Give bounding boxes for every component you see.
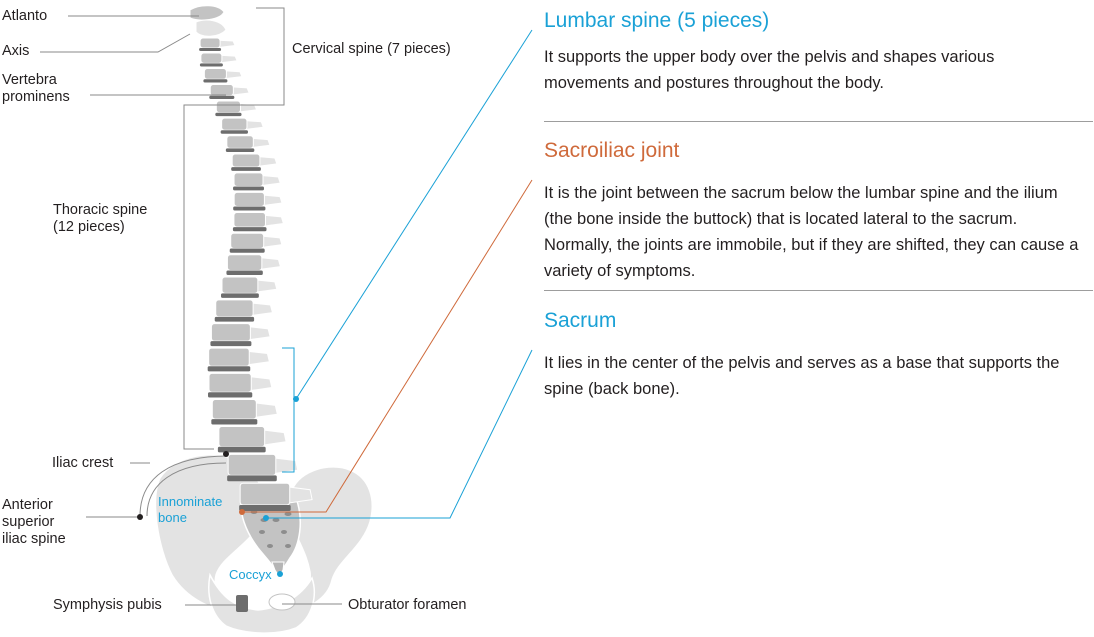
label-anterior-superior-iliac-spine: Anterior superior iliac spine (2, 497, 66, 548)
obturator-foramen (268, 593, 296, 611)
divider-2 (544, 290, 1093, 291)
section-sacroiliac-joint: Sacroiliac joint It is the joint between… (544, 138, 1084, 284)
intervertebral-disc (227, 475, 277, 482)
vertebra-body (209, 84, 234, 97)
label-coccyx: Coccyx (229, 567, 272, 582)
intervertebral-disc (225, 148, 255, 153)
vertebra-body (208, 347, 250, 367)
vertebra-body (231, 153, 261, 168)
vertebra-body (208, 372, 252, 393)
symphysis-pubis (236, 595, 248, 612)
label-asis-line3: iliac spine (2, 531, 66, 547)
intervertebral-disc (203, 79, 228, 83)
label-thoracic-spine-line1: Thoracic spine (53, 202, 148, 218)
vertebra-body (210, 323, 251, 342)
vertebra-body (215, 100, 242, 114)
label-innominate-bone: Innominate bone (158, 494, 222, 526)
vertebra-body (233, 172, 264, 187)
vertebra-body (218, 425, 266, 448)
section-sacrum: Sacrum It lies in the center of the pelv… (544, 308, 1084, 402)
section-sacrum-title: Sacrum (544, 309, 617, 332)
intervertebral-disc (207, 366, 251, 372)
pelvis (139, 454, 373, 634)
intervertebral-disc (214, 316, 255, 322)
pubic-arch (208, 572, 316, 634)
divider-1 (544, 121, 1093, 122)
label-iliac-crest: Iliac crest (52, 455, 114, 471)
intervertebral-disc (229, 248, 265, 253)
label-atlanto: Atlanto (2, 8, 48, 24)
iliac-crest-arc-outer (139, 455, 229, 517)
intervertebral-disc (231, 167, 261, 171)
label-innominate-line1: Innominate (158, 494, 223, 509)
leader-lines (40, 7, 533, 606)
label-axis: Axis (2, 43, 30, 59)
vertebra-body (203, 67, 227, 80)
vertebra-body (226, 254, 263, 272)
label-innominate-line2: bone (158, 510, 187, 525)
intervertebral-disc (199, 63, 223, 67)
label-vertebra-prominens: Vertebra prominens (2, 72, 70, 106)
label-thoracic-spine: Thoracic spine (12 pieces) (53, 202, 147, 236)
intervertebral-disc (233, 206, 266, 211)
vertebra-body (200, 52, 223, 64)
intervertebral-disc (210, 341, 252, 347)
intervertebral-disc (232, 227, 267, 232)
section-lumbar-spine-title: Lumbar spine (5 pieces) (544, 9, 770, 32)
vertebra-body (230, 232, 265, 249)
intervertebral-disc (217, 446, 266, 453)
leader-dots (137, 396, 299, 577)
vertebra-body (221, 276, 259, 294)
intervertebral-disc (239, 505, 291, 511)
intervertebral-disc (220, 293, 259, 298)
label-asis-line2: superior (2, 514, 55, 530)
intervertebral-disc (211, 419, 258, 425)
intervertebral-disc (209, 95, 235, 100)
vertebra-body (227, 453, 277, 476)
right-ilium (274, 466, 373, 613)
vertebra-body (226, 135, 254, 149)
atlas-vertebra (189, 5, 225, 21)
iliac-crest-arc-inner (146, 462, 227, 517)
label-obturator-foramen: Obturator foramen (348, 597, 467, 613)
vertebra-body (221, 117, 248, 131)
section-sacrum-body: It lies in the center of the pelvis and … (544, 354, 1060, 398)
intervertebral-disc (220, 130, 248, 134)
intervertebral-disc (215, 112, 242, 117)
section-lumbar-spine: Lumbar spine (5 pieces) It supports the … (544, 8, 1084, 96)
vertebra-body (233, 212, 266, 228)
vertebra-body (233, 191, 265, 207)
label-symphysis-pubis: Symphysis pubis (53, 597, 162, 613)
label-thoracic-spine-line2: (12 pieces) (53, 219, 125, 235)
axis-vertebra (195, 19, 227, 37)
section-sacroiliac-body: It is the joint between the sacrum below… (544, 184, 1079, 280)
label-vertebra-prominens-line2: prominens (2, 89, 70, 105)
vertebra-body (199, 37, 221, 49)
vertebra-body (215, 299, 254, 318)
vertebra-body (239, 482, 291, 506)
vertebra-body (211, 398, 257, 420)
intervertebral-disc (226, 270, 263, 275)
section-sacroiliac-title: Sacroiliac joint (544, 139, 680, 162)
label-vertebra-prominens-line1: Vertebra (2, 72, 57, 88)
label-cervical-spine: Cervical spine (7 pieces) (292, 41, 451, 57)
intervertebral-disc (208, 392, 253, 398)
section-lumbar-spine-body: It supports the upper body over the pelv… (544, 48, 995, 92)
intervertebral-disc (199, 48, 222, 51)
label-asis-line1: Anterior (2, 497, 53, 513)
intervertebral-disc (233, 186, 264, 191)
vertebral-column (189, 5, 313, 511)
